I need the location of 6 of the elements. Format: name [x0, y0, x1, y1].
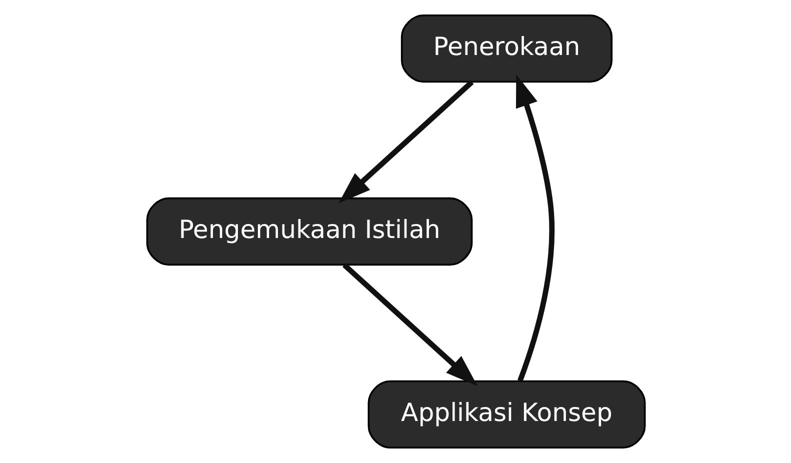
arrow: [515, 74, 554, 382]
node-box: Pengemukaan Istilah: [146, 197, 472, 266]
node-box: Penerokaan: [400, 14, 612, 83]
node-box: Applikasi Konsep: [367, 380, 646, 448]
arrow: [342, 262, 478, 386]
arrow: [338, 80, 474, 204]
